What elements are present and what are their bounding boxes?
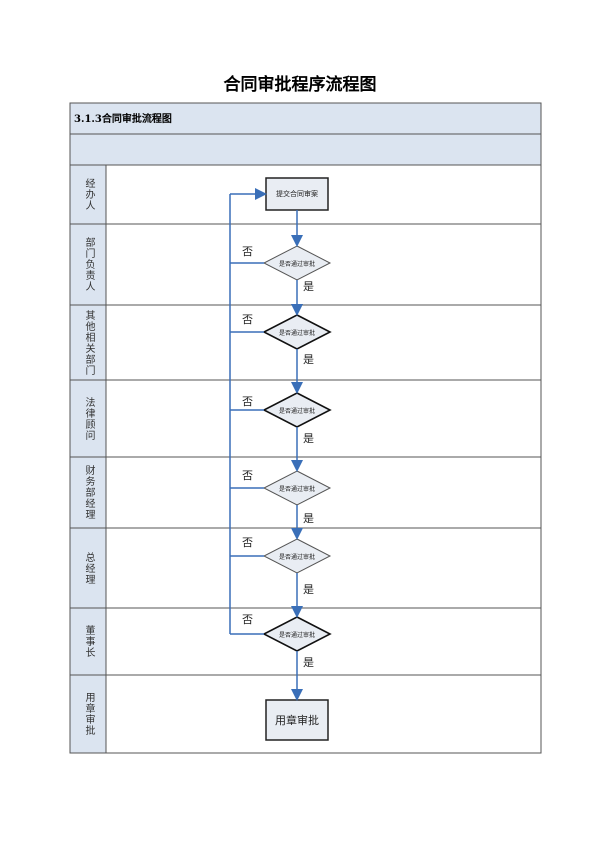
lane-label: 财务部经理 — [83, 465, 94, 520]
no-label: 否 — [242, 313, 253, 326]
header-row — [69, 102, 542, 135]
lane-label: 法律顾问 — [83, 396, 94, 441]
no-label: 否 — [242, 395, 253, 408]
no-label: 否 — [242, 536, 253, 549]
yes-label: 是 — [303, 583, 314, 596]
yes-label: 是 — [303, 353, 314, 366]
section-header: 3.1.3合同审批流程图 — [74, 114, 172, 125]
lane-label: 董事长 — [83, 625, 94, 658]
no-branches — [229, 194, 264, 635]
lane-label: 用章审批 — [83, 692, 94, 736]
subheader-row — [69, 133, 542, 166]
decision-label: 是否通过审批 — [278, 553, 315, 561]
yes-label: 是 — [303, 512, 314, 525]
no-label: 否 — [242, 469, 253, 482]
decision-label: 是否通过审批 — [278, 260, 315, 268]
lane-label: 其他相关部门 — [83, 309, 94, 376]
start-node-label: 提交合同审案 — [276, 190, 318, 198]
end-box — [265, 699, 329, 741]
no-label: 否 — [242, 613, 253, 626]
decision-label: 是否通过审批 — [278, 631, 315, 639]
lane-label: 经办人 — [83, 178, 94, 211]
decision-label: 是否通过审批 — [278, 329, 315, 337]
decision-label: 是否通过审批 — [278, 407, 315, 415]
page-title: 合同审批程序流程图 — [223, 75, 377, 95]
yes-label: 是 — [303, 280, 314, 293]
label-column — [69, 164, 107, 754]
lane-dividers — [70, 223, 541, 676]
yes-label: 是 — [303, 432, 314, 445]
end-node-label: 用章审批 — [275, 714, 319, 727]
lane-label: 部门负责人 — [83, 237, 94, 292]
decision-label: 是否通过审批 — [278, 485, 315, 493]
yes-label: 是 — [303, 656, 314, 669]
lane-label: 总经理 — [83, 551, 94, 585]
no-label: 否 — [242, 245, 253, 258]
